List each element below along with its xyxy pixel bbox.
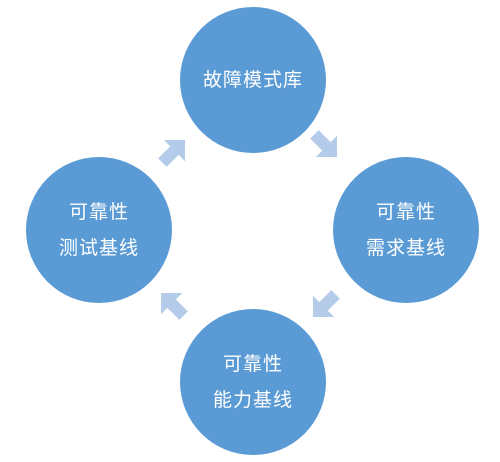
arrow-up-right-icon bbox=[151, 130, 195, 174]
node-reliability-capability-baseline: 可靠性 能力基线 bbox=[180, 309, 326, 455]
node-failure-mode-library: 故障模式库 bbox=[180, 7, 326, 153]
node-label-line-1: 可靠性 bbox=[222, 352, 283, 375]
node-label-line-2: 能力基线 bbox=[212, 388, 293, 411]
node-reliability-requirement-baseline: 可靠性 需求基线 bbox=[333, 157, 479, 303]
arrow-down-left-icon bbox=[303, 283, 347, 327]
node-label-line-2: 测试基线 bbox=[58, 236, 139, 259]
node-reliability-test-baseline: 可靠性 测试基线 bbox=[26, 157, 172, 303]
node-label-line-2: 需求基线 bbox=[365, 236, 446, 259]
arrow-down-left-shape bbox=[312, 290, 340, 318]
node-label: 故障模式库 bbox=[202, 68, 303, 91]
arrow-up-right-shape bbox=[158, 139, 186, 167]
arrow-down-right-icon bbox=[303, 123, 347, 167]
arrow-up-left-shape bbox=[160, 292, 188, 320]
arrow-down-right-shape bbox=[310, 130, 338, 158]
node-label-line-1: 可靠性 bbox=[375, 200, 436, 223]
arrow-up-left-icon bbox=[151, 283, 195, 327]
node-label-line-1: 可靠性 bbox=[68, 200, 129, 223]
